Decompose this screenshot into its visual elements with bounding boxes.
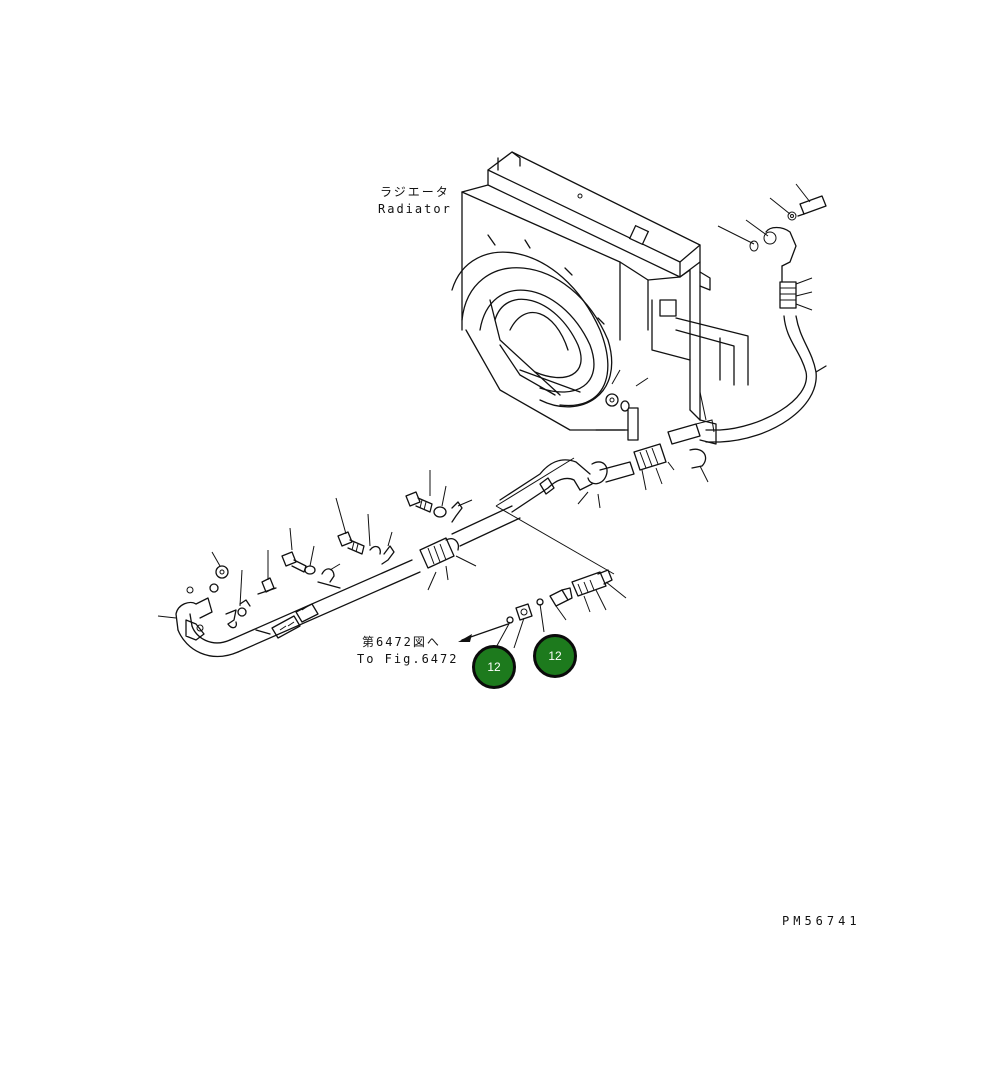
radiator-bottom-fittings — [605, 393, 630, 412]
figure-reference-en[interactable]: To Fig.6472 — [357, 652, 459, 666]
hardware-row — [157, 470, 473, 639]
upper-hose-parts — [611, 183, 827, 445]
radiator-label-en: Radiator — [378, 202, 452, 216]
drawing-code: PM56741 — [782, 914, 861, 928]
callout-badge-12-left[interactable]: 12 — [472, 645, 516, 689]
callout-fittings — [427, 461, 709, 663]
radiator-assembly — [451, 151, 749, 441]
figure-reference-jp: 第6472図へ — [362, 635, 441, 649]
radiator-label-jp: ラジエータ — [380, 185, 450, 199]
callout-badge-12-right[interactable]: 12 — [533, 634, 577, 678]
lower-hose-section — [175, 419, 715, 658]
